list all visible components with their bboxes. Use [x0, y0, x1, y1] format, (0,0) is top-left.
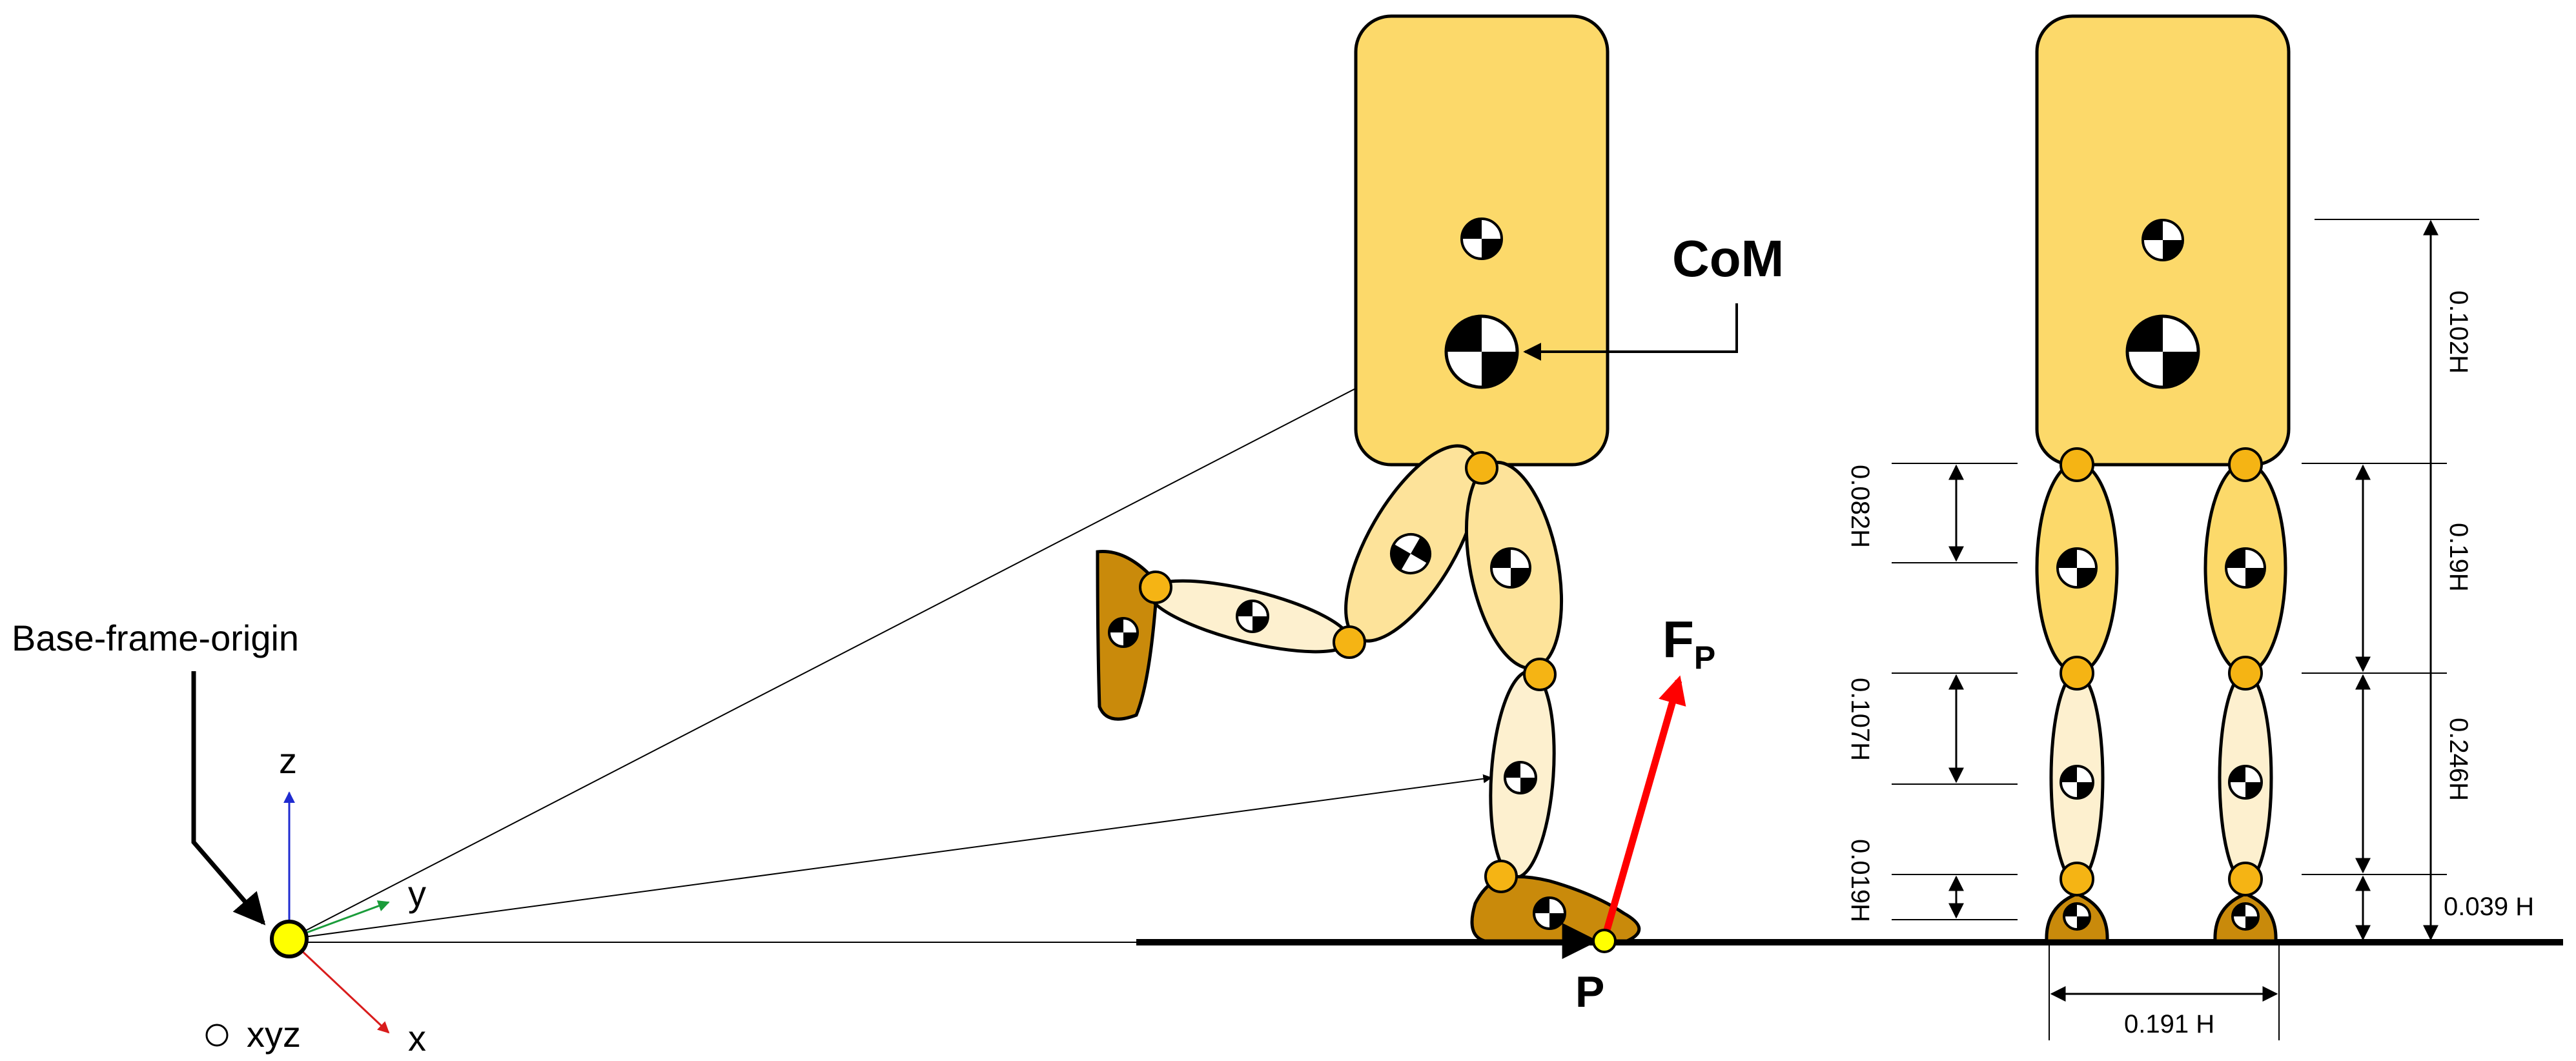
- left-hip-joint-front: [2060, 447, 2094, 482]
- com-marker-side: [1444, 314, 1519, 389]
- right-hip-joint-front: [2228, 447, 2263, 482]
- back-shank-com-marker: [1236, 600, 1269, 633]
- front-shank-com-marker: [1504, 761, 1537, 794]
- xyz-legend-label: xyz: [247, 1014, 301, 1055]
- right-foot-com-marker-front: [2231, 902, 2260, 931]
- base-frame-pointer-arrow: [191, 671, 266, 925]
- base-frame-origin-dot: [270, 920, 309, 958]
- dim-label-0246H: 0.246H: [2444, 718, 2473, 801]
- back-ankle-joint-side: [1139, 571, 1172, 604]
- vector-to-com: [289, 351, 1428, 940]
- com-marker-front: [2125, 314, 2200, 389]
- right-ankle-joint-front: [2228, 862, 2263, 896]
- xyz-legend-icon: [205, 1024, 229, 1047]
- dim-label-0102H: 0.102H: [2444, 290, 2473, 374]
- back-knee-joint-side: [1333, 625, 1366, 659]
- dim-label-0107H: 0.107H: [1846, 678, 1874, 761]
- right-knee-joint-front: [2228, 656, 2263, 691]
- left-ankle-joint-front: [2060, 862, 2094, 896]
- dim-label-0191H: 0.191 H: [2124, 1010, 2214, 1038]
- y-axis-label: y: [408, 873, 426, 914]
- front-ankle-joint-side: [1484, 860, 1518, 893]
- right-shank-com-marker-front: [2228, 765, 2263, 800]
- bottom-dimension: 0.191 H: [2049, 945, 2280, 1040]
- hip-joint-side: [1465, 451, 1498, 485]
- contact-point-p: [1592, 929, 1617, 953]
- vector-to-shank: [289, 774, 1493, 940]
- side-view-model: CoM FP P: [1096, 14, 1784, 1016]
- position-vectors: [289, 351, 1493, 943]
- front-knee-joint-side: [1523, 658, 1557, 691]
- right-thigh-com-marker-front: [2225, 547, 2266, 589]
- left-thigh-com-marker-front: [2056, 547, 2098, 589]
- force-label: FP: [1662, 611, 1715, 676]
- dim-label-0019H: 0.019H: [1846, 839, 1874, 922]
- back-thigh-com-marker: [1390, 533, 1431, 574]
- left-dimensions: 0.082H 0.107H 0.019H: [1846, 463, 2018, 922]
- contact-point-label: P: [1575, 967, 1604, 1016]
- com-label: CoM: [1672, 230, 1784, 287]
- x-axis-label: x: [408, 1018, 426, 1058]
- trunk-com-marker-front: [2142, 219, 2184, 261]
- base-frame: Base-frame-origin z y x xyz: [12, 618, 426, 1058]
- force-vector-fp: [1600, 675, 1686, 940]
- front-foot-com-marker: [1533, 896, 1566, 930]
- front-view-model: [2035, 14, 2291, 943]
- com-pointer-arrow: [1523, 303, 1738, 361]
- right-dimensions: 0.102H 0.19H 0.246H 0.039 H: [2302, 219, 2534, 941]
- z-axis-label: z: [279, 740, 297, 781]
- dim-label-0039H: 0.039 H: [2444, 893, 2534, 921]
- trunk-com-marker-side: [1460, 217, 1503, 260]
- dim-label-0082H: 0.082H: [1846, 465, 1874, 548]
- left-foot-com-marker-front: [2063, 902, 2091, 931]
- dim-label-019H: 0.19H: [2444, 523, 2473, 592]
- left-knee-joint-front: [2060, 656, 2094, 691]
- x-axis-arrow: [288, 938, 390, 1034]
- left-shank-com-marker-front: [2060, 765, 2094, 800]
- front-thigh-com-marker: [1490, 547, 1531, 589]
- base-frame-origin-label: Base-frame-origin: [12, 618, 299, 658]
- back-foot-com-marker: [1108, 617, 1139, 648]
